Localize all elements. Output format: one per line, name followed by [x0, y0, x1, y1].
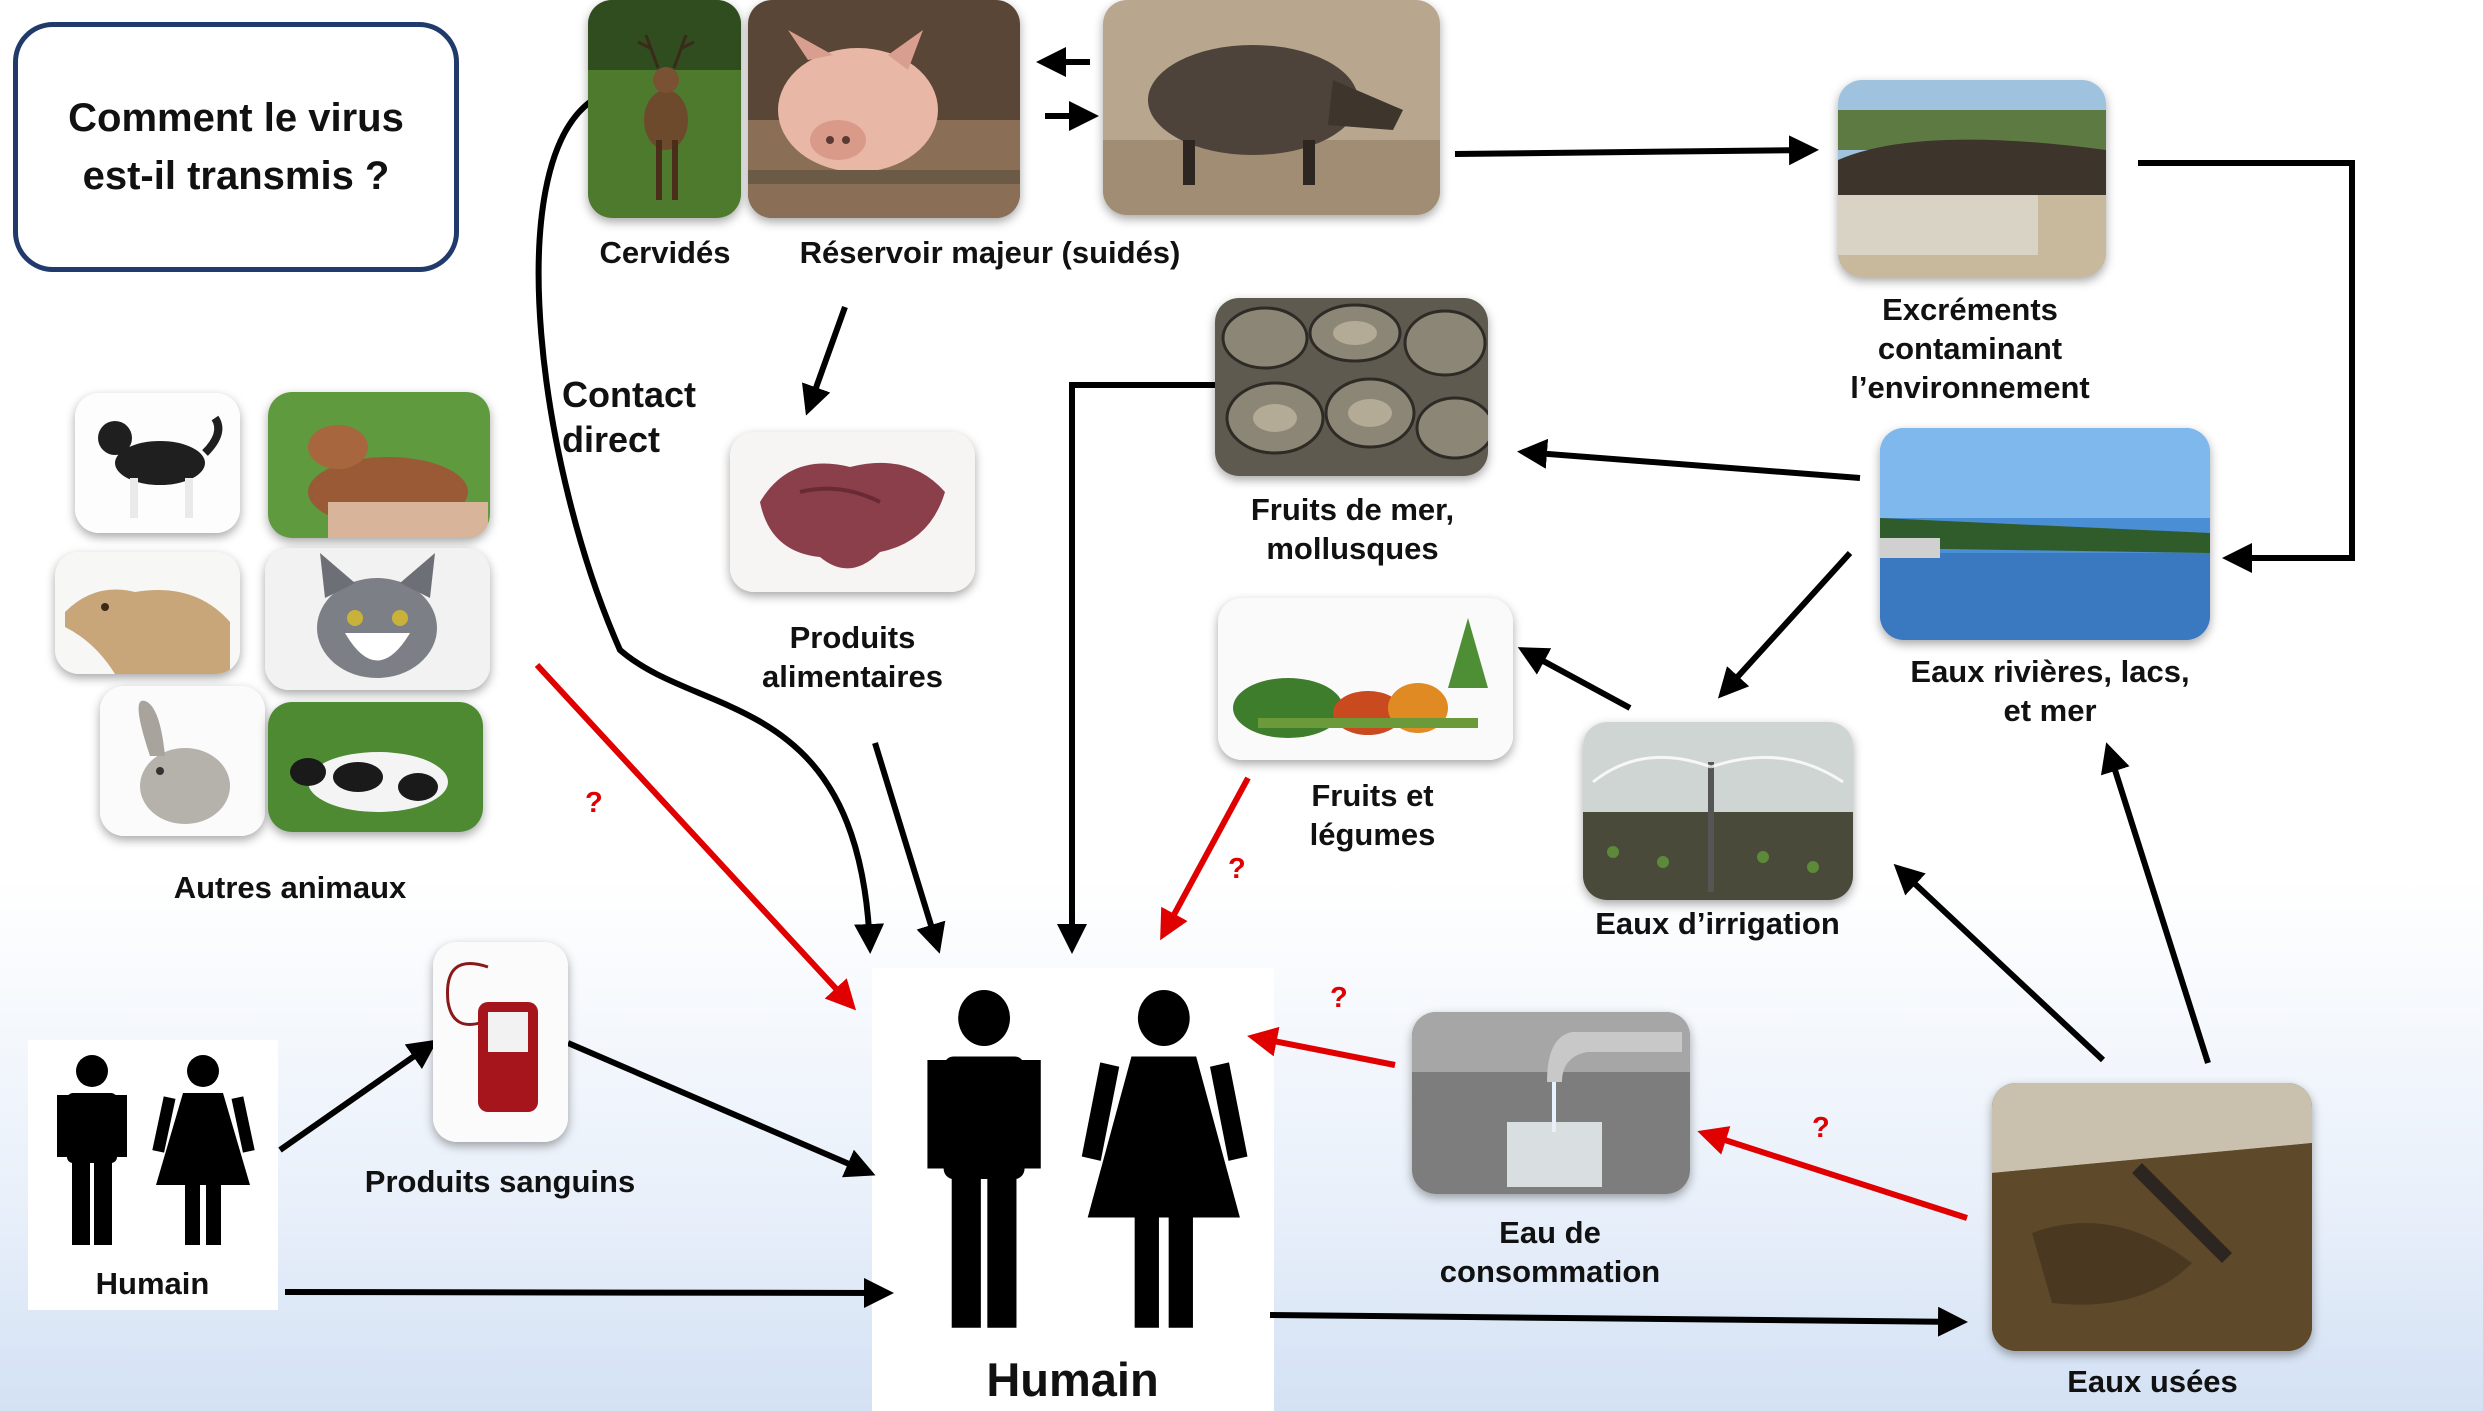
label-produits-alimentaires: Produits alimentaires	[700, 618, 1005, 696]
wild-boar-photo	[1103, 0, 1440, 215]
label-humain-large: Humain	[900, 1352, 1245, 1407]
river-photo	[1880, 428, 2210, 640]
arrow-wastewater-to-irrigation	[1898, 868, 2103, 1060]
sprinkler-photo	[1583, 722, 1853, 900]
arrow-boar-to-excrements	[1455, 150, 1813, 154]
cow-photo	[268, 702, 483, 832]
manure-photo	[1838, 80, 2106, 277]
arrow-river-to-oysters	[1523, 452, 1860, 478]
arrow-pig-to-food	[808, 307, 845, 410]
question-mark-wastewater: ?	[1812, 1112, 1830, 1145]
label-reservoir: Réservoir majeur (suidés)	[770, 233, 1210, 272]
blood-bag-photo	[433, 942, 568, 1142]
arrow-human-to-human	[285, 1292, 888, 1293]
label-fruits-legumes: Fruits et légumes	[1250, 776, 1495, 854]
oysters-photo	[1215, 298, 1488, 476]
label-eau-consommation: Eau de consommation	[1405, 1213, 1695, 1291]
label-eaux-irrigation: Eaux d’irrigation	[1560, 904, 1875, 943]
question-mark-vegetables: ?	[1228, 853, 1246, 886]
label-eaux-rivieres: Eaux rivières, lacs, et mer	[1870, 652, 2230, 730]
man-woman-icon-small	[45, 1055, 255, 1255]
camel-photo	[55, 552, 240, 674]
deer-photo	[588, 0, 741, 218]
arrow-blood-to-human	[568, 1043, 870, 1173]
arrow-tapwater-to-human-uncertain	[1253, 1037, 1395, 1065]
label-contact-direct: Contact direct	[562, 372, 722, 462]
arrow-wastewater-to-tapwater-uncertain	[1703, 1133, 1967, 1218]
tap-water-photo	[1412, 1012, 1690, 1194]
arrow-animals-to-human-uncertain	[537, 665, 852, 1006]
label-excrements: Excréments contaminant l’environnement	[1800, 290, 2140, 407]
arrow-wastewater-to-river	[2108, 748, 2208, 1063]
pig-photo	[748, 0, 1020, 218]
arrow-human-to-wastewater	[1270, 1315, 1962, 1322]
arrow-human-to-blood	[280, 1043, 433, 1150]
label-cervides: Cervidés	[570, 233, 760, 272]
goat-photo	[268, 392, 490, 538]
wastewater-photo	[1992, 1083, 2312, 1351]
label-produits-sanguins: Produits sanguins	[340, 1162, 660, 1201]
man-woman-icon-large	[908, 990, 1248, 1340]
arrow-oysters-to-human	[1072, 385, 1217, 948]
arrow-food-to-human	[875, 743, 938, 948]
arrow-irrigation-to-vegetables	[1523, 650, 1630, 708]
cat-photo	[265, 548, 490, 690]
rabbit-photo	[100, 686, 265, 836]
vegetables-photo	[1218, 598, 1513, 760]
question-mark-tapwater: ?	[1330, 982, 1348, 1015]
label-autres-animaux: Autres animaux	[140, 868, 440, 907]
label-fruits-mer: Fruits de mer, mollusques	[1195, 490, 1510, 568]
dog-photo	[75, 393, 240, 533]
arrow-river-to-irrigation	[1722, 553, 1850, 694]
liver-photo	[730, 432, 975, 592]
label-eaux-usees: Eaux usées	[2030, 1362, 2275, 1401]
question-mark-animals: ?	[585, 787, 603, 820]
label-humain-small: Humain	[50, 1264, 255, 1303]
